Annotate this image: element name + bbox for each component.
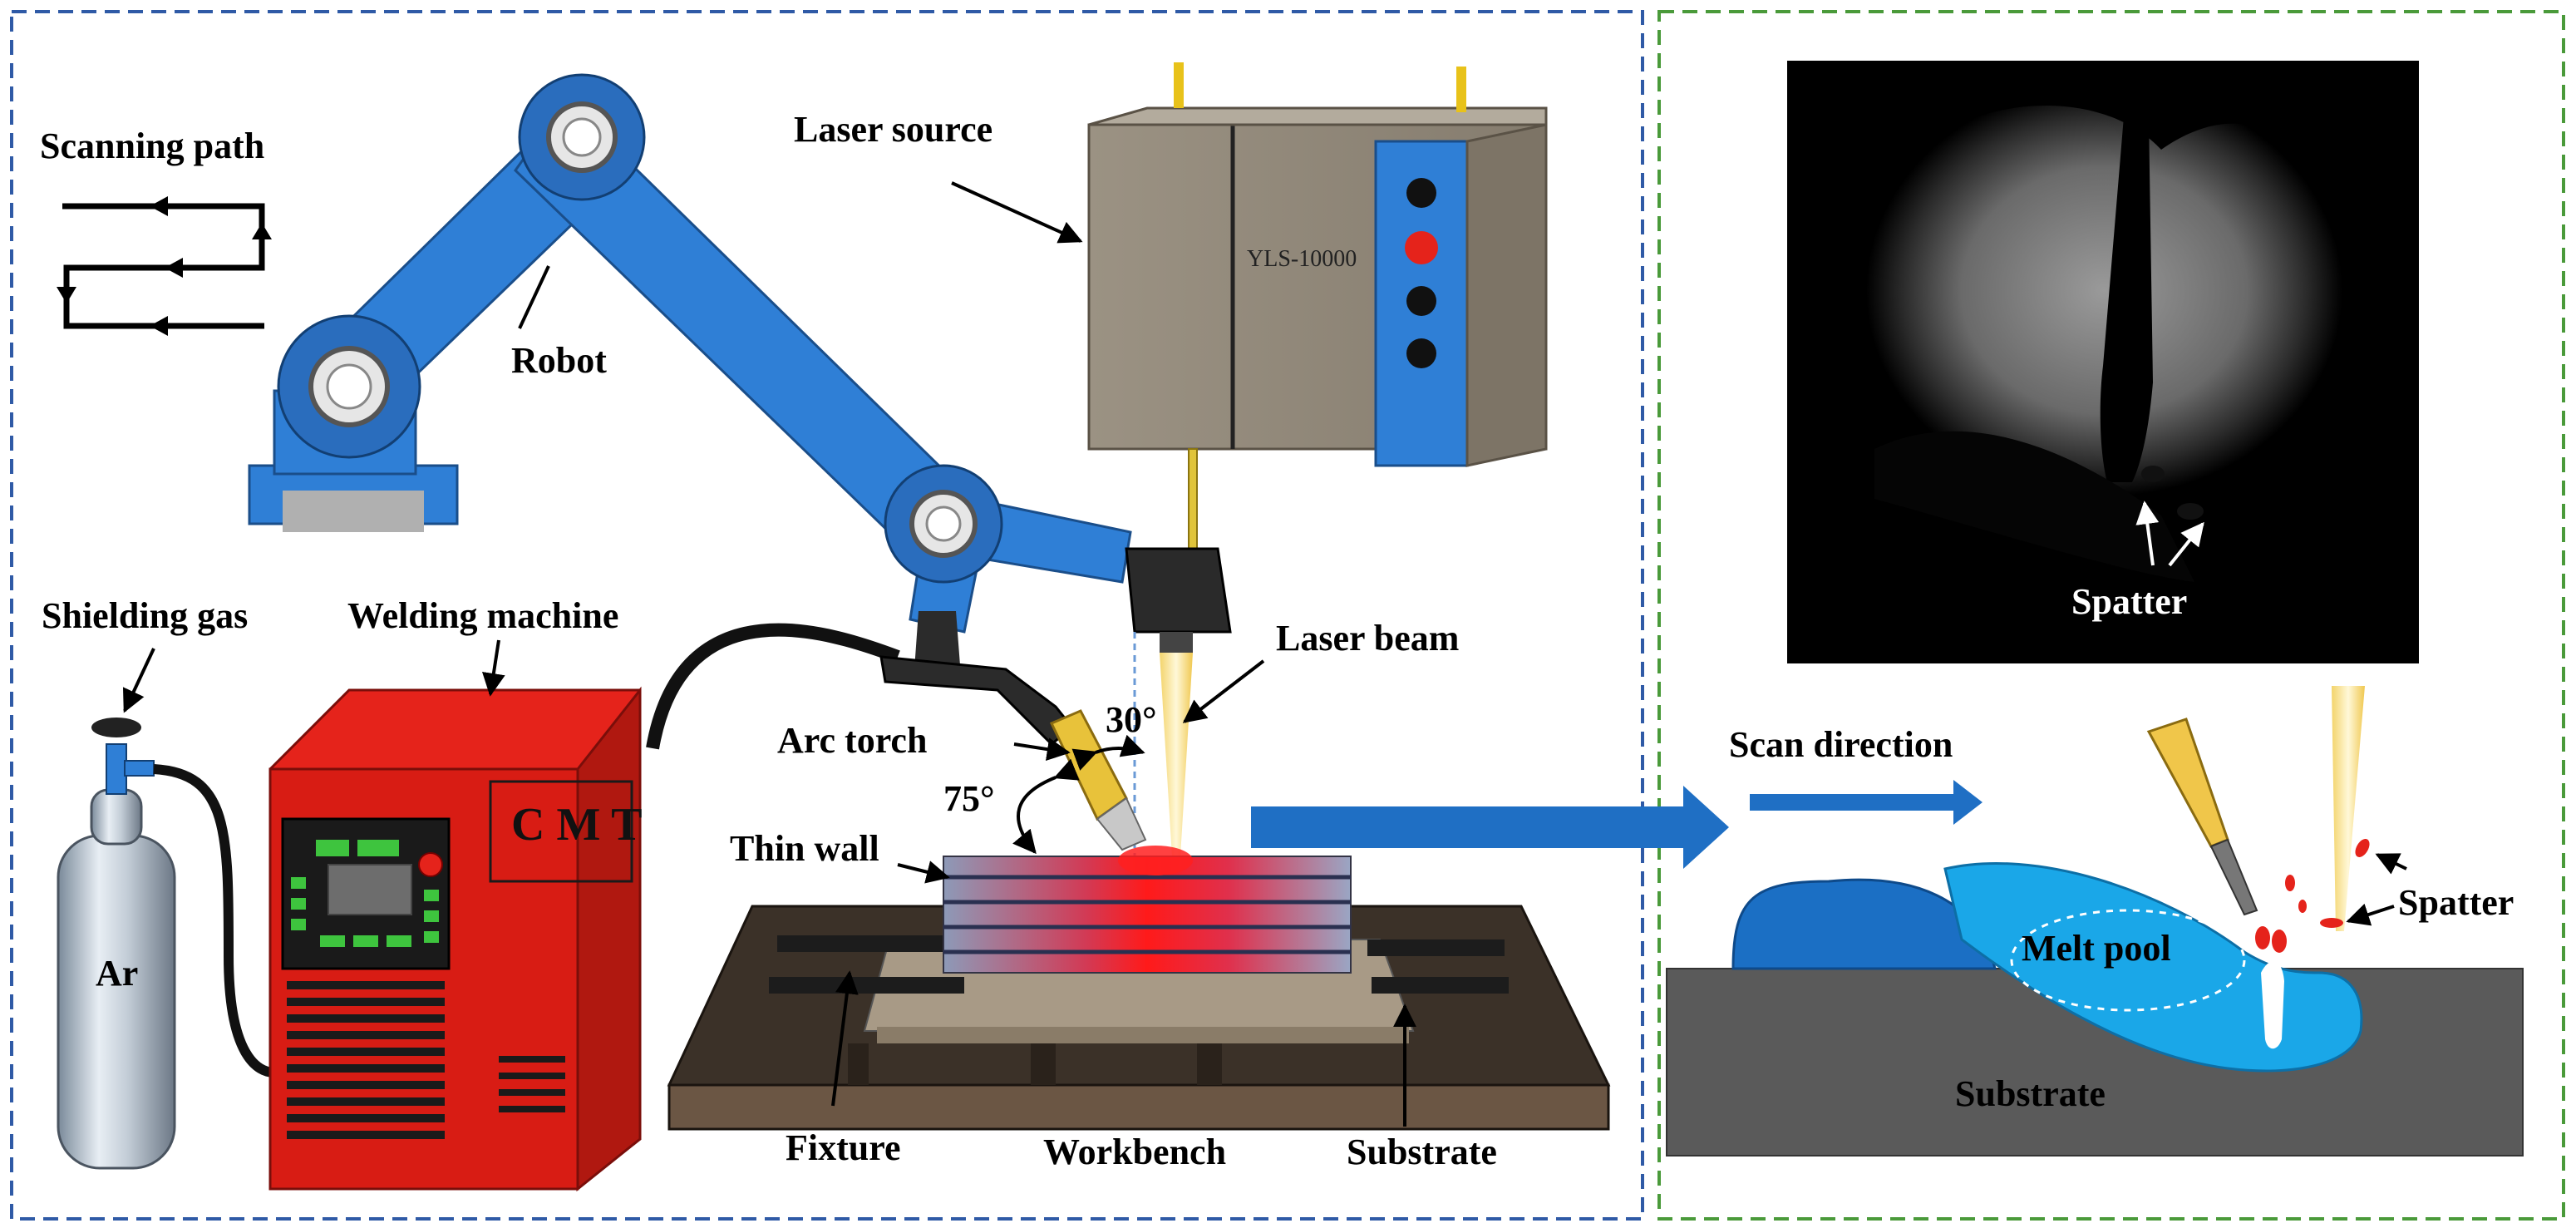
- laser-beam-label: Laser beam: [1276, 618, 1459, 658]
- laser-source: [1087, 62, 1548, 653]
- laser-source-leader: [951, 181, 1083, 244]
- laser-panel-button-1: [1406, 178, 1436, 208]
- welding-machine-leader: [481, 639, 505, 697]
- robot-leader-line: [518, 265, 550, 329]
- thin-wall-leader: [897, 861, 950, 884]
- scan-direction-label: Scan direction: [1729, 724, 1953, 765]
- scanning-path-icon: [62, 203, 265, 329]
- spatter-arrow-2: [2346, 903, 2395, 926]
- laser-beam: [1160, 653, 1193, 856]
- thin-wall: [943, 846, 1352, 974]
- robot-arm: [248, 73, 1132, 634]
- angle-30-arc: [1071, 734, 1145, 771]
- spatter-arrow-1: [2375, 853, 2407, 875]
- thin-wall-label: Thin wall: [730, 828, 879, 869]
- keyhole: [2261, 961, 2284, 1049]
- laser-panel-button-3: [1406, 286, 1436, 316]
- angle-30-label: 30°: [1106, 699, 1157, 740]
- laser-model-text: YLS-10000: [1247, 246, 1357, 272]
- photo-spatter-arrow-1: [2135, 501, 2160, 566]
- photo-spatter-arrow-2: [2168, 521, 2204, 567]
- robot-label: Robot: [511, 340, 607, 381]
- scan-direction-arrow: [1750, 780, 1982, 825]
- photo-spatter-label: Spatter: [2071, 581, 2187, 622]
- flow-arrow: [1251, 786, 1729, 869]
- shielding-gas-leader: [122, 648, 155, 713]
- gas-hose: [153, 764, 275, 1078]
- gas-cylinder: [57, 718, 176, 1170]
- high-speed-photo: [1787, 61, 2419, 663]
- schematic-torch: [2146, 718, 2258, 916]
- arc-torch-label: Arc torch: [777, 720, 927, 761]
- welding-machine-label: Welding machine: [347, 595, 618, 636]
- angle-75-arc: [1012, 758, 1080, 855]
- angle-75-label: 75°: [943, 778, 995, 819]
- melt-pool: [1943, 862, 2363, 1073]
- schematic-laser-beam: [2332, 686, 2365, 931]
- machine-brand-text: C M T: [511, 799, 643, 851]
- fixture-leader: [831, 970, 859, 1107]
- scanning-path-arrows: [57, 196, 272, 336]
- melt-pool-flow: [2010, 909, 2246, 1012]
- left-panel-border: [10, 10, 1644, 1221]
- workbench-label: Workbench: [1043, 1132, 1226, 1172]
- scanning-path-label: Scanning path: [40, 126, 264, 166]
- arc-torch-leader: [1013, 737, 1071, 762]
- substrate-left-label: Substrate: [1347, 1132, 1497, 1172]
- right-panel-border: [1657, 10, 2565, 1221]
- schematic-substrate-label: Substrate: [1955, 1073, 2106, 1114]
- fixture-label: Fixture: [786, 1127, 901, 1168]
- torch-cable: [646, 623, 900, 750]
- laser-beam-leader: [1182, 659, 1265, 723]
- laser-source-label: Laser source: [794, 109, 992, 150]
- cylinder-label: Ar: [96, 953, 138, 994]
- laser-panel-button-2: [1405, 231, 1438, 264]
- spatter-droplets: [2255, 839, 2370, 953]
- spatter-label: Spatter: [2398, 882, 2514, 923]
- melt-pool-label: Melt pool: [2022, 928, 2171, 969]
- laser-panel-button-4: [1406, 338, 1436, 368]
- shielding-gas-label: Shielding gas: [42, 595, 248, 636]
- welding-machine: [268, 686, 642, 1192]
